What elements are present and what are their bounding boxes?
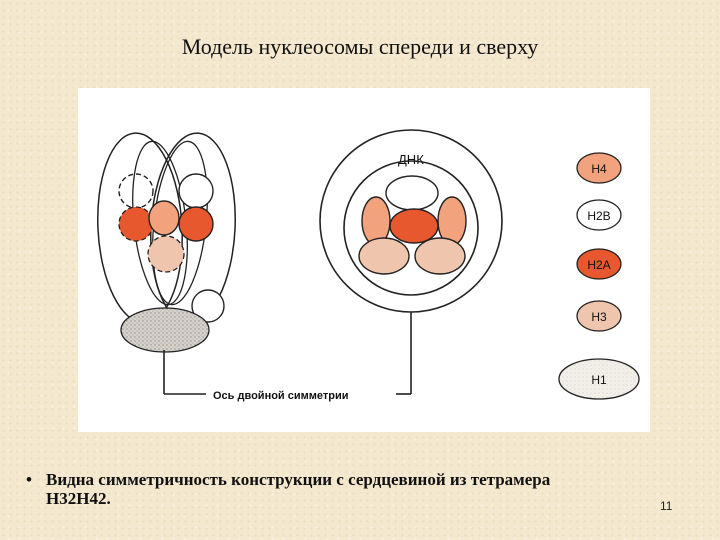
axis-label: Ось двойной симметрии [213,390,349,402]
legend-label-h4: Н4 [591,162,607,176]
front-view [97,132,411,395]
legend-swatch-h1 [558,358,640,400]
caption-line-1: Видна симметричность конструкции с сердц… [46,470,551,489]
legend-swatch-h2a [576,248,622,280]
legend-item-h3: Н3 [576,300,622,332]
histone-h3-back [147,235,185,273]
page-title: Модель нуклеосомы спереди и сверху [181,34,539,59]
legend-item-h2a: Н2А [576,248,622,280]
legend-label-h2a: Н2А [587,258,610,272]
legend-item-h2b: Н2В [576,199,622,231]
histone-h4-center [148,200,180,236]
histone-h2a-top [389,208,439,244]
dna-label: ДНК [398,152,424,167]
page-number: 11 [660,499,673,513]
top-view: ДНК [319,129,503,394]
legend: Н4 Н2В Н2А Н3 Н1 [558,152,640,400]
histone-h3-top-left [358,237,410,275]
legend-swatch-h3 [576,300,622,332]
legend-label-h1: Н1 [591,373,607,387]
legend-item-h1: Н1 [558,358,640,400]
histone-h2a-back [118,206,154,242]
histone-h2b-top [385,175,439,211]
caption-line-2: Н32Н42. [46,489,111,508]
legend-label-h2b: Н2В [587,209,610,223]
histone-h2b-lower [191,289,225,323]
caption-bullet-item: • Видна симметричность конструкции с сер… [26,470,646,508]
legend-item-h4: Н4 [576,152,622,184]
histone-h2a-front [178,206,214,242]
nucleosome-figure: ДНК Ось двойной симметрии Н4 Н2В Н2А Н3 [78,88,650,432]
legend-swatch-h4 [576,152,622,184]
histone-h1 [120,307,210,353]
nucleosome-diagram: ДНК Ось двойной симметрии Н4 Н2В Н2А Н3 [97,129,640,402]
histone-h3-top-right [414,237,466,275]
legend-swatch-h2b [576,199,622,231]
dna-ring-inner [343,160,479,296]
legend-label-h3: Н3 [591,310,607,324]
bullet-marker: • [26,470,32,489]
histone-h2b-front [178,173,214,209]
histone-h2b-back [118,173,154,209]
